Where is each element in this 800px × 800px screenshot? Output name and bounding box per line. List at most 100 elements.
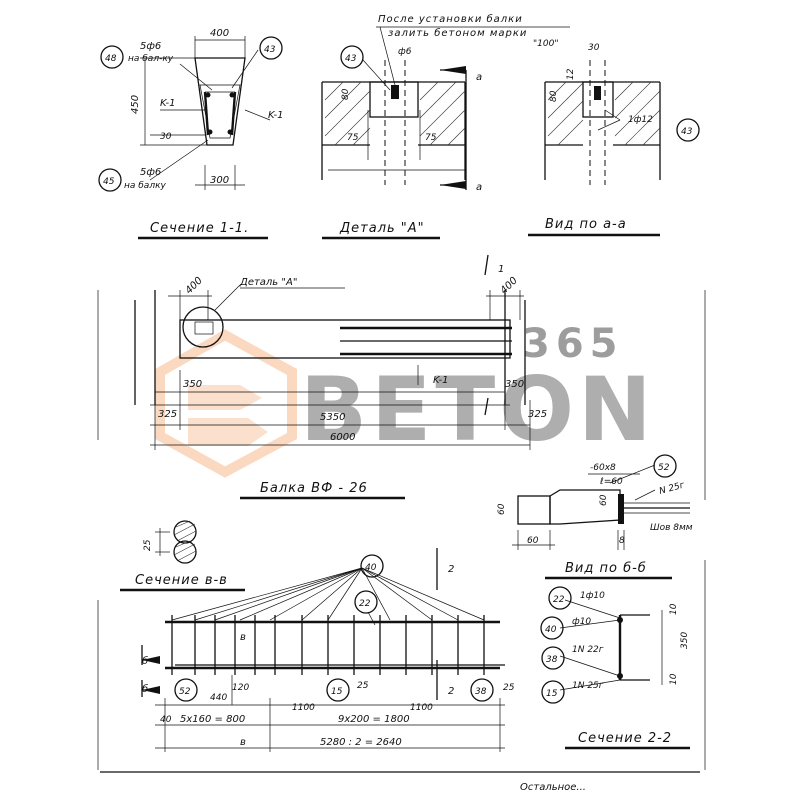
section-2-2-labels: 22 40 38 15 1ф10 ф10 1N 22г 1N 25г 10 35… [540,586,690,750]
dim-1100-b: 1100 [410,703,433,713]
dim-5x160: 5х160 = 800 [180,714,245,725]
label-detail-a-ref: Деталь "A" [239,277,297,288]
caption-section-1-1: Сечение 1-1. [150,221,249,236]
mark-43-section: 43 [264,45,276,55]
spec-n25: 1N 25г [572,681,604,691]
section-mark-1: 1 [498,264,504,275]
dim-400-section: 400 [210,28,229,39]
mark-40-cage: 40 [365,563,377,573]
dim-80-detail: 80 [341,88,351,100]
label-na-balku-bottom: на балку [124,181,167,191]
section-mark-b-top: б [142,655,148,667]
caption-detail-a: Деталь "A" [339,221,425,236]
cage-k1-drawing [141,548,505,752]
note-line-2: залить бетоном марки [388,27,527,39]
dim-12: 12 [566,68,576,80]
label-k1-left: K-1 [160,98,176,109]
mark-40-section: 40 [545,625,557,635]
spec-f10-1: 1ф10 [580,591,605,601]
dim-325-right: 325 [528,409,547,420]
section-mark-2-bottom: 2 [448,686,454,697]
dim-30: 30 [160,132,172,142]
section-mark-v-top: в [240,632,246,643]
arrow-a-top: а [476,72,482,83]
dim-400-right: 400 [499,275,520,296]
dim-60-left: 60 [497,503,507,515]
watermark-brand: BETON [300,358,656,461]
spec-n25-top: N 25г [658,480,686,496]
dim-25: 25 [143,539,153,551]
dim-350-section: 350 [680,632,690,649]
mark-38-section: 38 [546,655,558,665]
section-mark-2-top: 2 [448,564,454,575]
mark-52-cage: 52 [179,687,191,697]
arrow-a-bottom: а [476,182,482,193]
note-line-3: "100" [533,39,558,49]
dim-2640: 5280 : 2 = 2640 [320,737,402,748]
spec-5f6-top: 5ф6 [140,41,161,52]
section-mark-b-bottom: б [142,683,148,695]
dim-80-view: 80 [549,90,559,102]
dim-75-a: 75 [347,133,359,143]
caption-view-a-a: Вид по а-а [545,217,627,232]
footer-cut-text: Остальное... [520,782,586,793]
section-v-v-labels: 25 Сечение в-в [120,539,245,592]
watermark-brand-small: 365 [522,321,624,367]
cage-leader-lines [171,567,485,621]
spec-plate-len: ℓ=60 [599,477,623,487]
dim-450: 450 [130,95,141,114]
detail-a-labels: После установки балки залить бетоном мар… [322,13,570,240]
beam-rebar-cage [340,326,512,356]
dim-300: 300 [210,175,229,186]
dim-25-right: 25 [503,683,515,693]
mark-43-detail: 43 [345,54,357,64]
label-k1-beam: K-1 [433,375,449,386]
cage-k1-labels: 40 22 52 15 38 в 2 2 б б 440 120 1100 25… [142,554,515,748]
label-na-balku-top: на бал-ку [128,54,174,64]
dim-6000: 6000 [330,432,355,443]
spec-f12: 1ф12 [628,115,653,125]
mark-22-cage: 22 [359,599,371,609]
view-a-a-drawing [544,60,661,185]
dim-30-view: 30 [588,43,600,53]
spec-weld: Шов 8мм [650,523,693,533]
note-line-1: После установки балки [378,13,523,25]
mark-15-cage: 15 [331,687,343,697]
dim-1100-a: 1100 [292,703,315,713]
section-1-1-drawing [140,36,271,190]
spec-n22: 1N 22г [572,645,604,655]
dim-350-right: 350 [505,379,524,390]
spec-plate: -60х8 [590,463,616,473]
dim-120: 120 [232,683,249,693]
section-1-1-labels: 400 450 30 300 K-1 K-1 5ф6 на бал-ку 5ф6… [98,28,284,240]
spec-f10-2: ф10 [572,617,591,627]
dim-440: 440 [210,693,227,703]
mark-52-view: 52 [658,463,670,473]
view-b-b-labels: -60х8 ℓ=60 52 N 25г Шов 8мм 60 60 60 8 В… [497,454,693,580]
caption-section-v-v: Сечение в-в [135,573,228,588]
mark-15-section: 15 [546,689,558,699]
caption-beam-title: Балка ВФ - 26 [260,481,368,496]
dim-9x200: 9х200 = 1800 [338,714,410,725]
view-a-a-labels: 30 80 12 1ф12 43 Вид по а-а [528,43,700,237]
mark-22-section: 22 [553,595,565,605]
dim-325-left: 325 [158,409,177,420]
dim-60-right: 60 [599,494,609,506]
label-k1-right: K-1 [268,110,284,121]
dim-10-b: 10 [669,673,679,685]
detail-a-drawing [321,60,467,190]
spec-5f6-bottom: 5ф6 [140,167,161,178]
view-b-b-drawing [512,464,690,550]
sheet-frame: Остальное... [97,290,706,793]
section-v-v-drawing [155,520,197,564]
dim-25-mid: 25 [357,681,369,691]
section-mark-v-bottom: в [240,737,246,748]
caption-view-b-b: Вид по б-б [565,561,647,576]
dim-75-b: 75 [425,133,437,143]
dim-5350: 5350 [320,412,345,423]
spec-f6: ф6 [398,47,412,57]
dim-40: 40 [160,715,172,725]
dim-350-left: 350 [183,379,202,390]
mark-38-cage: 38 [475,687,487,697]
